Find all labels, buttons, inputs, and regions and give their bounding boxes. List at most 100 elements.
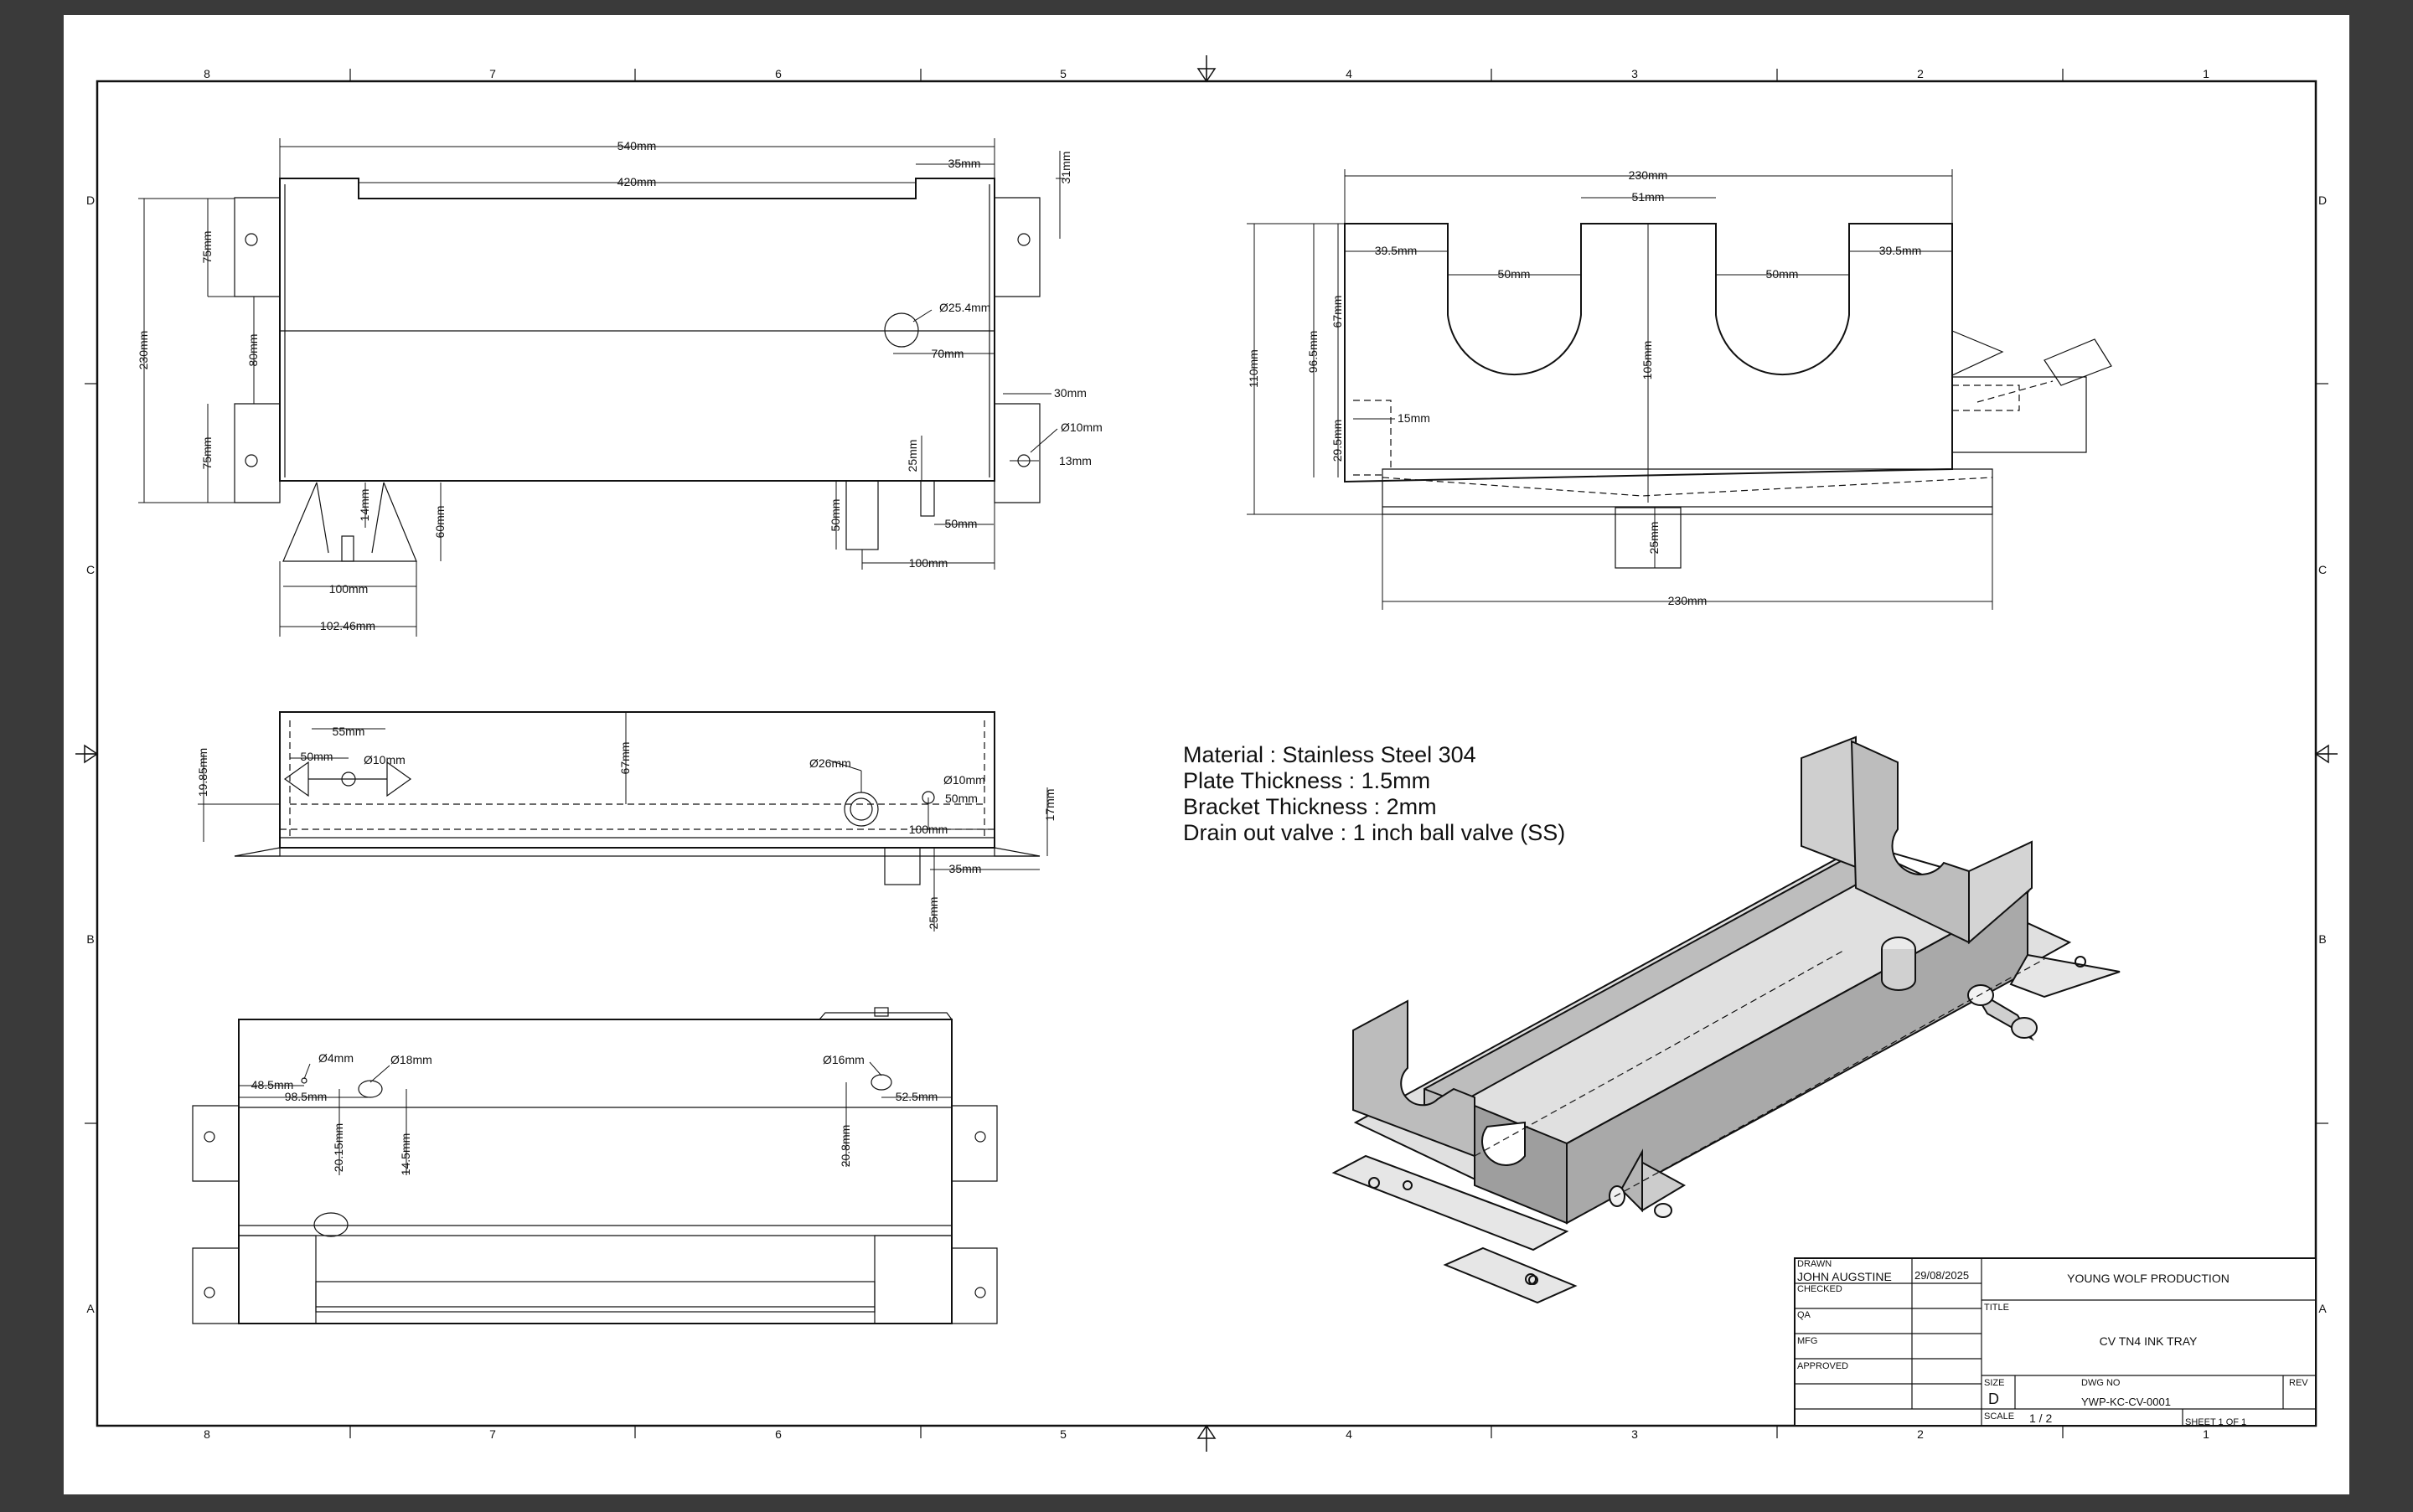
zone-row-label: D [86,194,95,207]
dim-label: 29.5mm [1331,420,1344,462]
zone-col-label: 4 [1346,1427,1352,1441]
front-view: 540mm 420mm 35mm 31mm 230mm 75mm 80mm 75… [137,138,1103,637]
zone-col-label: 5 [1060,1427,1067,1441]
title-block-label: DWG NO [2081,1378,2121,1388]
sheet-number: SHEET 1 OF 1 [2185,1417,2246,1427]
dim-label: 67mm [618,742,632,775]
title-block-label: DRAWN [1797,1259,1832,1269]
paper-sheet [64,15,2349,1494]
dim-label: 20.8mm [839,1125,852,1168]
dim-label: Ø26mm [809,756,851,770]
zone-col-label: 6 [775,67,782,80]
title-block: DRAWN CHECKED QA MFG APPROVED TITLE SIZE… [1794,1257,2317,1427]
drawn-by-name: JOHN AUGSTINE [1797,1270,1892,1283]
note-line: Drain out valve : 1 inch ball valve (SS) [1183,820,1565,845]
zone-row-label: D [2318,194,2327,207]
dim-label: 39.5mm [1375,244,1418,257]
dim-label: 50mm [829,499,842,532]
title-block-label: SCALE [1984,1411,2014,1422]
company-name: YOUNG WOLF PRODUCTION [2067,1272,2230,1285]
note-line: Plate Thickness : 1.5mm [1183,768,1430,793]
zone-row-label: B [86,932,94,946]
dim-label: 19.85mm [196,748,209,797]
zone-col-label: 6 [775,1427,782,1441]
dim-label: 50mm [301,750,333,763]
dim-label: 230mm [137,331,150,370]
title-block-label: QA [1797,1310,1811,1320]
dim-label: 31mm [1059,152,1072,184]
dim-label: 55mm [333,725,365,738]
zone-row-label: A [86,1302,95,1315]
dim-label: 35mm [949,862,982,875]
dim-label: 25mm [1647,522,1661,555]
title-block-label: CHECKED [1797,1284,1842,1294]
dim-label: Ø4mm [318,1051,354,1065]
zone-col-label: 8 [204,67,210,80]
dim-label: 540mm [617,139,657,152]
dim-label: 48.5mm [251,1078,294,1091]
dim-label: Ø10mm [1061,421,1103,434]
dim-label: 100mm [909,823,948,836]
dim-label: Ø25.4mm [939,301,990,314]
zone-col-label: 5 [1060,67,1067,80]
drawing-title: CV TN4 INK TRAY [2100,1334,2198,1348]
dim-label: 51mm [1632,190,1665,204]
dim-label: 50mm [945,792,978,805]
title-block-label: TITLE [1984,1303,2009,1313]
bottom-view: Ø4mm Ø18mm Ø16mm 48.5mm 98.5mm 52.5mm 20… [192,1007,998,1324]
dim-label: 25mm [927,897,940,930]
zone-col-label: 7 [489,67,496,80]
dim-label: 420mm [617,175,657,188]
dim-label: 30mm [1054,386,1087,400]
dim-label: 50mm [945,517,978,530]
isometric-view [1331,735,2121,1304]
drawing-scale: 1 / 2 [2029,1411,2052,1425]
title-block-label: MFG [1797,1336,1817,1346]
dim-label: 75mm [200,437,214,470]
dim-label: 60mm [433,506,447,539]
sheet-size: D [1988,1391,1999,1407]
dim-label: 15mm [1398,411,1430,425]
note-line: Bracket Thickness : 2mm [1183,794,1437,819]
side-view: 230mm 51mm 39.5mm 50mm 50mm 39.5mm 110mm… [1247,168,2112,610]
zone-row-label: C [2318,563,2327,576]
material-notes: Material : Stainless Steel 304 Plate Thi… [1183,742,1565,845]
dim-label: 98.5mm [285,1090,328,1103]
dim-label: 70mm [932,347,964,360]
dim-label: 20.15mm [332,1123,345,1172]
dim-label: 67mm [1331,296,1344,328]
top-view: 55mm 50mm Ø10mm 19.85mm 67mm Ø26mm Ø10mm… [196,711,1057,931]
dim-label: 17mm [1043,789,1057,822]
dim-label: 105mm [1641,341,1654,380]
dim-label: 14.5mm [399,1133,412,1176]
drawn-date: 29/08/2025 [1914,1269,1969,1282]
dim-label: Ø16mm [823,1053,865,1066]
zone-row-label: C [86,563,95,576]
zone-col-label: 4 [1346,67,1352,80]
title-block-label: REV [2289,1378,2308,1388]
dim-label: 50mm [1498,267,1531,281]
dim-label: 52.5mm [896,1090,938,1103]
centering-marks [75,55,2338,1452]
zone-row-label: B [2318,932,2326,946]
dim-label: 110mm [1247,349,1260,388]
dim-label: 230mm [1668,594,1708,607]
dim-label: 13mm [1059,454,1092,467]
dim-label: 230mm [1629,168,1668,182]
dim-label: Ø10mm [943,773,985,787]
dim-label: 102.46mm [320,619,375,632]
dim-label: 80mm [246,334,260,367]
dim-label: 100mm [909,556,948,570]
dim-label: 96.5mm [1306,331,1320,374]
dim-label: 75mm [200,231,214,264]
dim-label: 25mm [906,440,919,472]
zone-col-label: 3 [1631,67,1638,80]
dim-label: Ø10mm [364,753,406,766]
zone-col-label: 3 [1631,1427,1638,1441]
dim-label: Ø18mm [390,1053,432,1066]
zone-col-label: 7 [489,1427,496,1441]
dim-label: 39.5mm [1879,244,1922,257]
zone-col-label: 1 [2203,1427,2209,1441]
